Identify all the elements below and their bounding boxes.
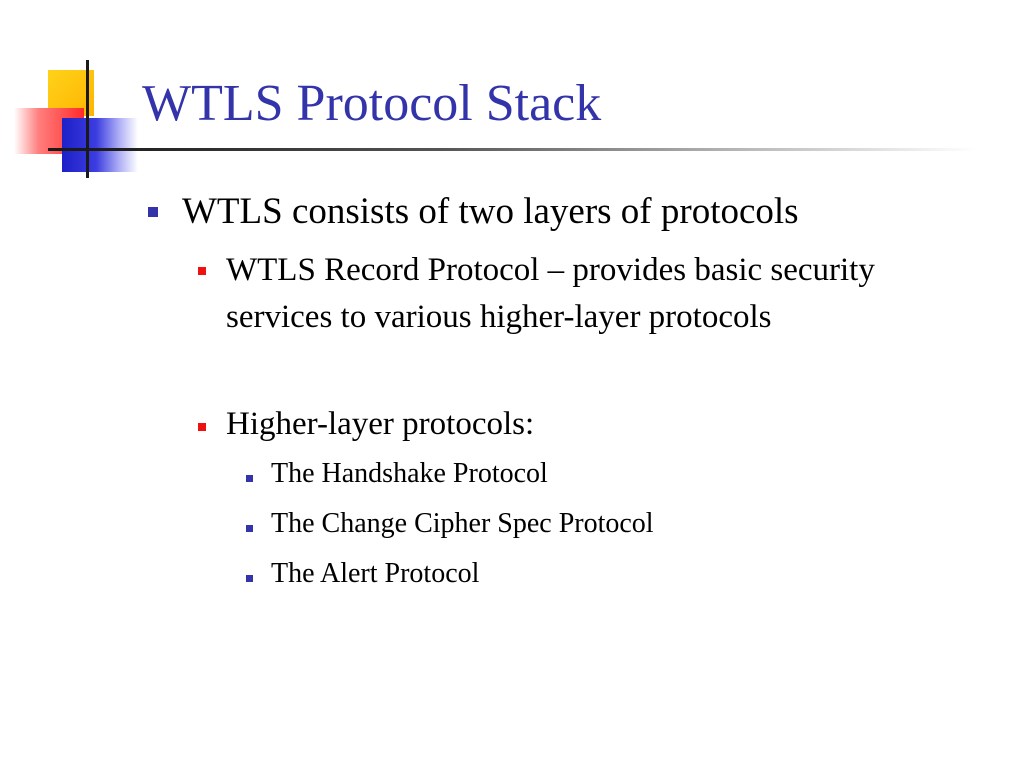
decorative-logo — [0, 0, 160, 190]
level3-bullet-icon — [246, 475, 253, 482]
blue-square — [62, 118, 138, 172]
bullet-level3-text: The Alert Protocol — [271, 558, 480, 589]
level3-bullet-icon — [246, 525, 253, 532]
bullet-level3-text: The Change Cipher Spec Protocol — [271, 508, 654, 539]
bullet-level2-text: Higher-layer protocols: — [226, 406, 535, 442]
bullet-level3-text: The Handshake Protocol — [271, 458, 548, 489]
level2-bullet-icon — [198, 267, 206, 275]
level2-bullet-icon — [198, 423, 206, 431]
vertical-rule — [86, 60, 89, 178]
level1-bullet-icon — [148, 207, 158, 217]
title-underline — [86, 148, 976, 151]
level3-bullet-icon — [246, 575, 253, 582]
bullet-level1-text: WTLS consists of two layers of protocols — [182, 191, 799, 232]
slide-title: WTLS Protocol Stack — [142, 75, 602, 132]
bullet-level2-text: WTLS Record Protocol – provides basic se… — [226, 252, 875, 335]
